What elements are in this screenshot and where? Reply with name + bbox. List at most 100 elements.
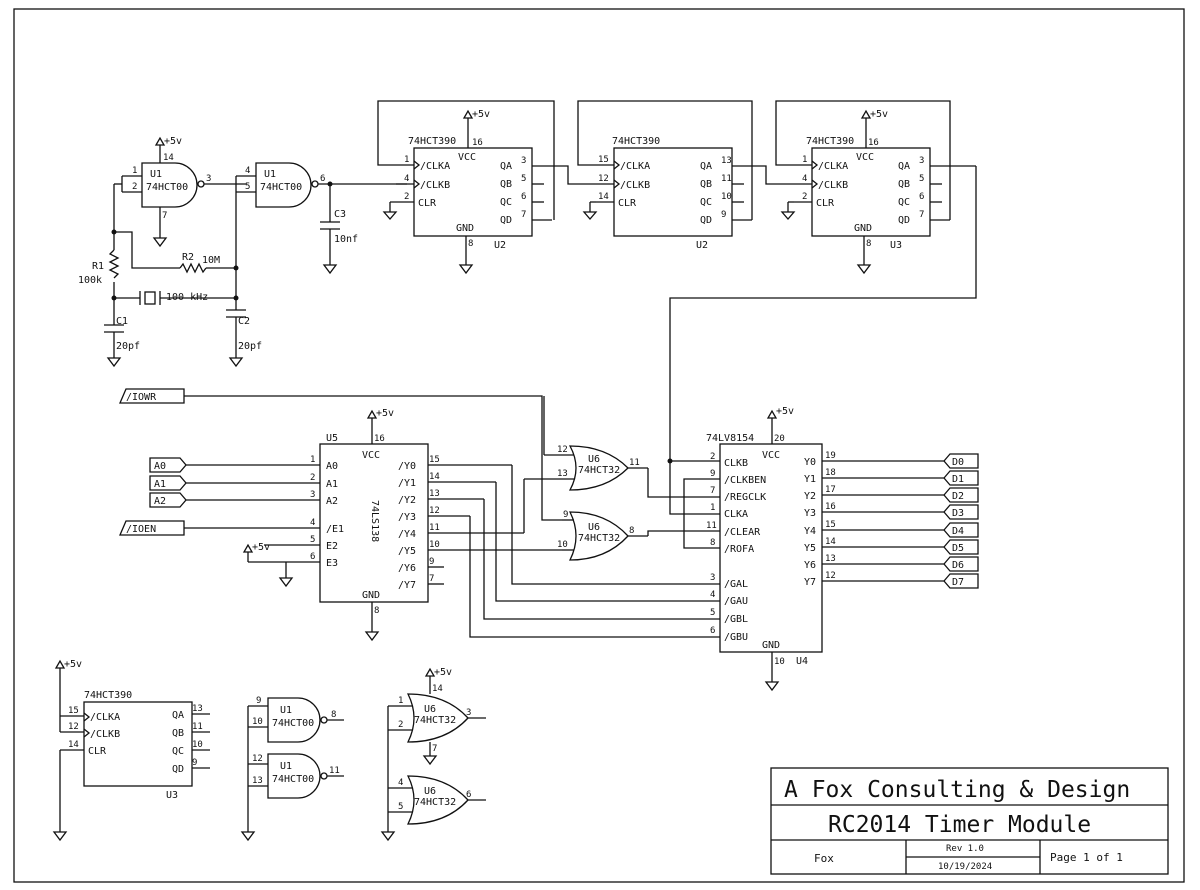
svg-text:3: 3 [710,573,715,583]
svg-text:CLR: CLR [418,198,437,209]
svg-text:/CLKA: /CLKA [90,712,120,723]
svg-text:/CLKB: /CLKB [420,180,450,191]
svg-text:2: 2 [310,473,315,483]
svg-text:CLR: CLR [816,198,835,209]
svg-text:D3: D3 [952,508,964,519]
svg-text:E3: E3 [326,558,338,569]
u2-counter-a: 74HCT390 16 +5v VCC /CLKA /CLKB CLR GND … [377,100,555,275]
svg-text:12: 12 [825,571,836,581]
svg-text:GND: GND [456,223,474,234]
svg-text:D5: D5 [952,543,964,554]
svg-text:74HCT390: 74HCT390 [806,136,854,147]
svg-text:13: 13 [557,469,568,479]
svg-text:7: 7 [432,744,437,754]
svg-text:Y4: Y4 [804,526,816,537]
svg-text:74HCT390: 74HCT390 [612,136,660,147]
u2-counter-b: 74HCT390 /CLKA /CLKB CLR QA QB QC QD U2 … [552,100,753,251]
svg-text:/CLKB: /CLKB [90,729,120,740]
svg-text:14: 14 [825,537,836,547]
svg-text:14: 14 [429,472,440,482]
svg-text:14: 14 [598,192,609,202]
svg-text:13: 13 [252,776,263,786]
svg-text:U6: U6 [424,704,436,715]
svg-text:4: 4 [802,174,807,184]
svg-text:Y2: Y2 [804,491,816,502]
svg-text:QB: QB [500,179,512,190]
svg-text:U1: U1 [280,705,292,716]
d5-signal-flag [943,539,979,555]
svg-text:+5v: +5v [434,667,452,678]
svg-text:12: 12 [252,754,263,764]
svg-text:Y6: Y6 [804,560,816,571]
svg-text:U6: U6 [588,454,600,465]
svg-text:14: 14 [432,684,443,694]
svg-text:6: 6 [320,174,325,184]
svg-text:QD: QD [898,215,910,226]
svg-text:+5v: +5v [376,408,394,419]
r1-value: 100k [78,275,102,286]
svg-text:11: 11 [192,722,203,732]
r2-value: 10M [202,255,220,266]
svg-text:10: 10 [721,192,732,202]
svg-text:CLKB: CLKB [724,458,748,469]
svg-text:D0: D0 [952,457,964,468]
a2-signal-flag [149,492,187,508]
svg-text:8: 8 [629,526,634,536]
svg-text:CLR: CLR [618,198,637,209]
svg-text:+5v: +5v [776,406,794,417]
svg-text:20: 20 [774,434,785,444]
u1-unused-gates: U1 74HCT00 9 10 8 U1 74HCT00 12 13 11 [240,696,344,842]
svg-text:QC: QC [500,197,512,208]
svg-text:5: 5 [310,535,315,545]
svg-text:E2: E2 [326,541,338,552]
company-name: A Fox Consulting & Design [784,777,1130,803]
u6-or-gates: U6 74HCT32 12 13 11 U6 74HCT32 9 10 8 [523,396,720,561]
svg-text:U3: U3 [890,240,902,251]
r1-ref: R1 [92,261,104,272]
sheet-border [13,8,1185,883]
d3-signal-flag [943,504,979,520]
svg-text:4: 4 [398,778,403,788]
svg-text:/Y5: /Y5 [398,546,416,557]
u1a-ref: U1 [150,169,162,180]
svg-text:QA: QA [172,710,184,721]
svg-text:U5: U5 [326,433,338,444]
svg-text:4: 4 [404,174,409,184]
revision: Rev 1.0 [946,844,984,854]
svg-text:A1: A1 [326,479,338,490]
svg-text:10: 10 [429,540,440,550]
svg-text:13: 13 [192,704,203,714]
a0-signal-flag [149,457,187,473]
d0-signal-flag [943,453,979,469]
u1-gate-b-symbol [255,162,312,208]
svg-text:A1: A1 [154,479,166,490]
svg-text:VCC: VCC [458,152,476,163]
svg-text:+5v: +5v [252,542,270,553]
svg-text:QB: QB [172,728,184,739]
svg-text:7: 7 [710,486,715,496]
svg-text:5: 5 [245,182,250,192]
iowr-signal-flag [119,388,185,404]
svg-text:1: 1 [398,696,403,706]
svg-text:1: 1 [802,155,807,165]
author: Fox [814,852,834,865]
svg-text:D7: D7 [952,577,964,588]
d2-signal-flag [943,487,979,503]
svg-text:9: 9 [256,696,261,706]
svg-text:8: 8 [866,239,871,249]
svg-text:QA: QA [898,161,910,172]
svg-text:QB: QB [700,179,712,190]
svg-text:74HCT00: 74HCT00 [272,718,314,729]
u6-unused-gates: U6 74HCT32 +5v 14 7 1 2 3 U6 74HCT32 4 5… [380,667,486,842]
svg-text:/IOEN: /IOEN [126,524,156,535]
svg-text:74HCT32: 74HCT32 [578,465,620,476]
svg-text:6: 6 [521,192,526,202]
svg-text:8: 8 [374,606,379,616]
svg-text:12: 12 [429,506,440,516]
svg-text:/GBL: /GBL [724,614,748,625]
svg-text:QC: QC [898,197,910,208]
svg-text:VCC: VCC [762,450,780,461]
svg-text:15: 15 [598,155,609,165]
svg-text:19: 19 [825,451,836,461]
svg-text:1: 1 [710,503,715,513]
